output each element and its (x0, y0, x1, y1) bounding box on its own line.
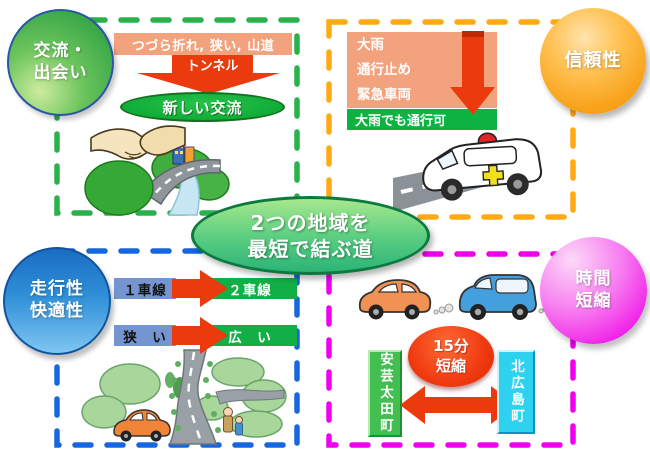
reliability-before-line2: 通行止め (357, 62, 411, 78)
comfort-theme-line2: 快適性 (30, 301, 84, 321)
reliability-down-arrow (450, 31, 495, 115)
reliability-theme-label: 信頼性 (564, 50, 622, 72)
comfort-before-box-1: １車線 (114, 278, 176, 299)
comfort-after-box-2: 広 い (203, 325, 297, 346)
time-saving-badge-line1: 15分 (433, 337, 469, 355)
road (141, 159, 221, 206)
exhaust-puffs (433, 303, 454, 315)
river (167, 171, 200, 216)
side-window (463, 145, 518, 167)
reliability-down-arrow-body (462, 31, 484, 89)
time-quadrant-border (326, 251, 576, 448)
comfort-theme-circle: 走行性 快適性 (3, 247, 111, 355)
towns-double-arrow (400, 386, 516, 424)
hill-front (84, 160, 154, 216)
comfort-right-arrow-1-shape (172, 270, 228, 307)
ambulance-illustration (393, 132, 543, 212)
exchange-theme-line1: 交流・ (33, 40, 88, 61)
tunnel-down-arrow-shape (137, 55, 280, 94)
branch-road (215, 389, 285, 405)
comfort-before-box-2: 狭 い (114, 325, 176, 346)
time-saving-badge: 15分 短縮 (408, 326, 494, 387)
time-theme-line2: 短縮 (575, 290, 612, 311)
time-theme-circle: 時間 短縮 (540, 237, 647, 344)
comfort-right-arrow-2-shape (172, 317, 228, 354)
road-centerline (152, 164, 221, 197)
handshake (90, 125, 186, 160)
comfort-right-arrow-2 (172, 317, 228, 354)
tunnel-arrow-label: トンネル (186, 59, 239, 74)
exchange-theme-line2: 出会い (33, 62, 88, 83)
windshield (436, 149, 459, 171)
handshake-road-illustration (84, 125, 230, 216)
reliability-before-line3: 緊急車両 (357, 87, 411, 103)
exchange-before-bar: つづら折れ, 狭い, 山道 (114, 33, 292, 55)
center-message-ellipse: 2つの地域を 最短で結ぶ道 (191, 196, 430, 275)
reliability-down-arrow-head (450, 87, 495, 115)
comfort-theme-line1: 走行性 (30, 279, 84, 300)
reliability-theme-circle: 信頼性 (540, 8, 646, 114)
center-message-line2: 最短で結ぶ道 (247, 236, 374, 261)
road-centerline (187, 351, 203, 443)
pedestrians (223, 407, 243, 436)
reliability-before-line1: 大雨 (357, 37, 384, 53)
blue-van (458, 274, 550, 320)
small-car (113, 409, 171, 442)
center-message-line1: 2つの地域を (250, 210, 371, 235)
comfort-after-box-1: ２車線 (203, 278, 297, 299)
towns-double-arrow-shape (400, 386, 516, 424)
roadside-bushes (169, 361, 221, 433)
two-cars-illustration (358, 274, 550, 320)
new-exchange-result-ellipse: 新しい交流 (120, 92, 285, 122)
time-saving-badge-line2: 短縮 (435, 356, 466, 375)
mountain-road-illustration (81, 349, 287, 445)
town-box-kitahiroshima: 北広島町 (497, 350, 535, 434)
reliability-quadrant-border (326, 19, 576, 220)
reliability-result-bar: 大雨でも通行可 (347, 109, 497, 130)
reliability-down-arrow-cap (462, 31, 484, 37)
winding-road (168, 349, 217, 445)
town-box-akiota: 安芸太田町 (368, 350, 402, 437)
comfort-right-arrow-1 (172, 270, 228, 307)
medical-cross (482, 164, 505, 187)
tunnel-down-arrow (137, 55, 280, 94)
orange-car (358, 279, 454, 320)
ambulance (422, 132, 543, 201)
exchange-theme-circle: 交流・ 出会い (7, 9, 114, 116)
time-theme-line1: 時間 (575, 268, 612, 289)
